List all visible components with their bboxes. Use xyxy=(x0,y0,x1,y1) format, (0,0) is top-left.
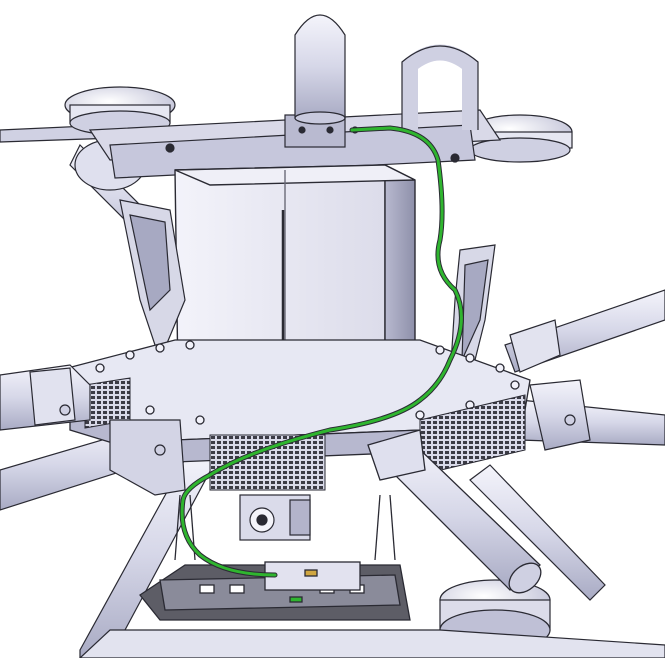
handle-loop xyxy=(401,44,479,130)
gimbal-camera-icon xyxy=(239,494,311,541)
battery-clamp-left xyxy=(119,199,186,362)
arm-clamp-right xyxy=(529,379,591,451)
gnss-antenna-icon xyxy=(294,14,346,125)
cable-icon xyxy=(179,125,464,578)
arm-clamp-left-lower xyxy=(109,419,186,496)
payload-mount-frame xyxy=(139,494,411,621)
lower-right-arm-tube xyxy=(367,429,542,594)
landing-body xyxy=(79,629,665,658)
arm-clamp-left xyxy=(0,364,91,431)
upper-right-arm xyxy=(504,289,665,373)
vent-grille-center xyxy=(209,434,326,491)
